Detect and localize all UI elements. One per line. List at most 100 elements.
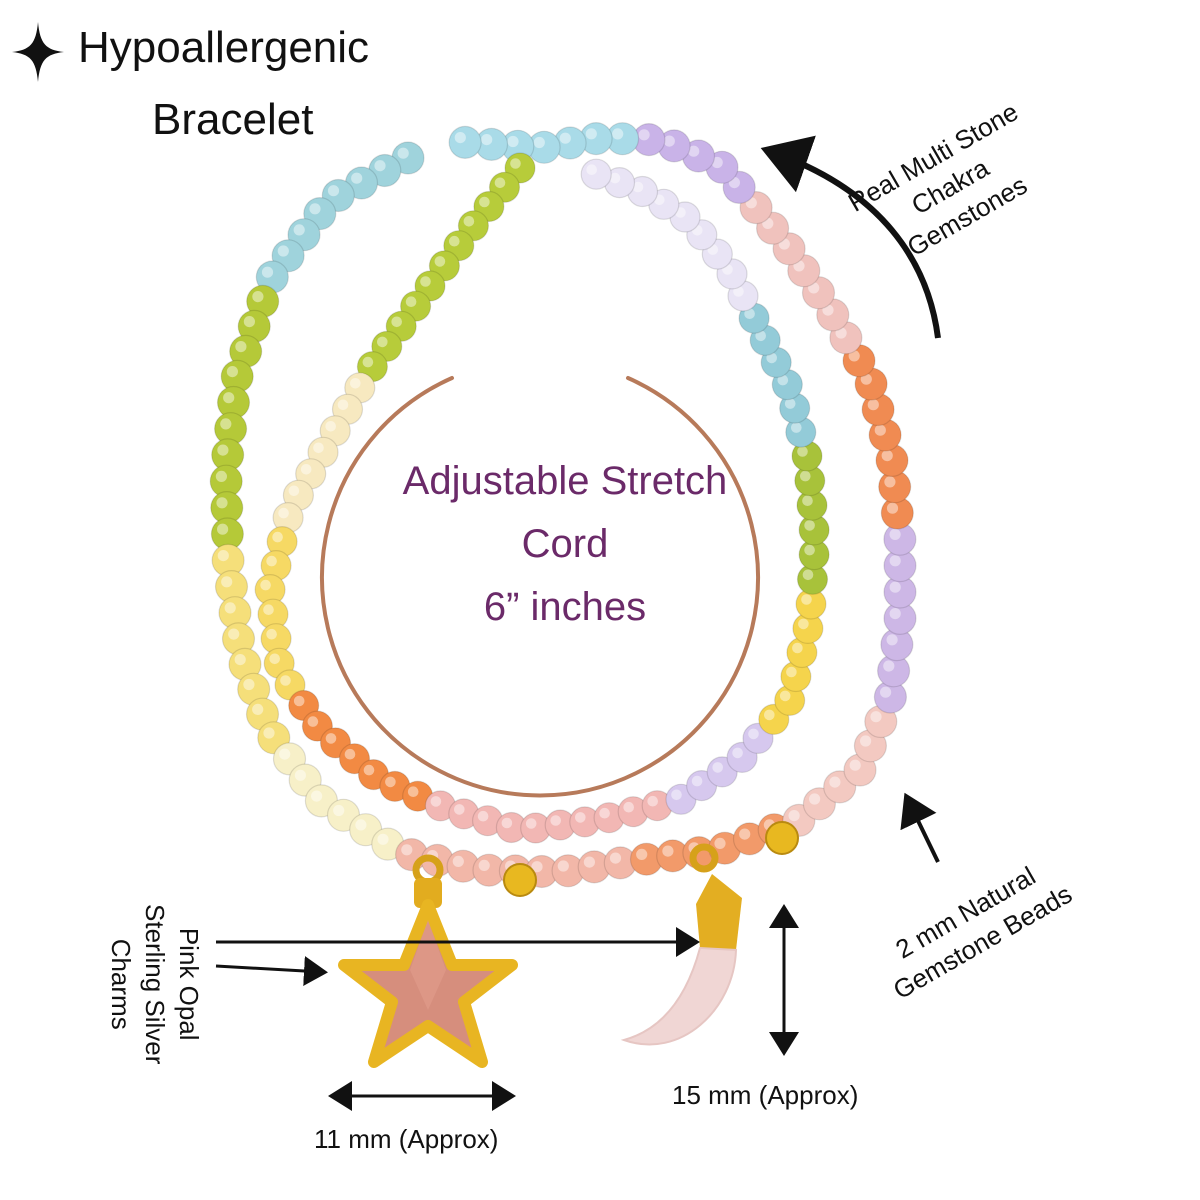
bead-highlight xyxy=(612,128,624,140)
bead-highlight xyxy=(691,775,703,787)
bead-highlight xyxy=(311,790,323,802)
bead-highlight xyxy=(363,764,375,776)
bead-highlight xyxy=(479,196,490,208)
bead-highlight xyxy=(362,356,374,368)
bead-highlight xyxy=(886,502,899,514)
bead-highlight xyxy=(764,709,775,721)
bead-highlight xyxy=(755,330,766,342)
bead-highlight xyxy=(883,660,895,672)
bead-highlight xyxy=(804,520,815,531)
bead-highlight xyxy=(874,424,886,436)
bead-highlight xyxy=(623,801,634,813)
bead-highlight xyxy=(333,804,345,817)
sparkle-icon xyxy=(12,22,64,82)
bead-highlight xyxy=(870,711,882,723)
bead-highlight xyxy=(884,476,896,488)
bead-highlight xyxy=(309,203,321,215)
bead-highlight xyxy=(278,507,289,519)
bead-highlight xyxy=(261,266,274,278)
bead-highlight xyxy=(889,528,901,541)
bead-highlight xyxy=(397,147,409,159)
bead-highlight xyxy=(234,654,246,666)
bead-highlight xyxy=(391,316,403,328)
bead-highlight xyxy=(430,796,442,807)
bead-highlight xyxy=(559,132,571,144)
inner-bead-strand xyxy=(254,152,830,844)
bead-highlight xyxy=(215,470,227,482)
bead-highlight xyxy=(880,686,892,698)
moon-charm xyxy=(620,843,742,1046)
bead-highlight xyxy=(557,860,569,872)
star-charm xyxy=(338,854,518,1068)
bead-highlight xyxy=(377,833,389,845)
bead-highlight xyxy=(313,442,324,454)
bead-highlight xyxy=(808,282,820,294)
outer-bead-strand xyxy=(209,122,917,889)
bead-highlight xyxy=(243,678,255,691)
bead-highlight xyxy=(252,703,264,716)
charms-line-3: Charms xyxy=(106,938,136,1030)
bead-highlight xyxy=(632,181,644,193)
bead-highlight xyxy=(525,818,537,829)
bead-highlight xyxy=(636,848,648,861)
bead-highlight xyxy=(481,134,493,146)
bead-highlight xyxy=(867,399,879,411)
bead-highlight xyxy=(350,378,361,389)
bead-highlight xyxy=(235,341,247,353)
charms-label: Pink Opal Sterling Silver Charms xyxy=(104,904,206,1064)
gemstones-arrow xyxy=(760,135,941,339)
bead-highlight xyxy=(881,450,893,462)
bead-highlight xyxy=(792,642,803,654)
beads-arrow xyxy=(900,792,940,863)
stretch-cord-label: Adjustable Stretch Cord 6” inches xyxy=(360,450,770,639)
bead-highlight xyxy=(478,859,490,872)
bead-highlight xyxy=(531,861,543,873)
bead-highlight xyxy=(798,618,809,630)
bead-highlight xyxy=(889,581,901,593)
bead-highlight xyxy=(739,828,751,840)
bead-highlight xyxy=(784,398,796,409)
bead-highlight xyxy=(220,418,232,430)
charms-line-2: Sterling Silver xyxy=(140,904,170,1065)
bead-highlight xyxy=(638,129,650,141)
bead-highlight xyxy=(494,177,506,189)
bead-highlight xyxy=(860,735,872,747)
bead-highlight xyxy=(786,666,797,678)
bead-highlight xyxy=(269,653,281,665)
bead-highlight xyxy=(575,812,586,823)
gemstone-bead xyxy=(580,158,612,190)
bead-highlight xyxy=(507,135,519,148)
bead-highlight xyxy=(344,748,356,760)
bead-highlight xyxy=(325,421,337,432)
bead-highlight xyxy=(243,316,255,328)
title-line-1: Hypoallergenic xyxy=(78,23,370,72)
bead-highlight xyxy=(712,762,723,773)
bead-highlight xyxy=(777,374,789,386)
bead-highlight xyxy=(647,795,658,807)
bead-highlight xyxy=(809,793,821,805)
bead-highlight xyxy=(662,845,674,857)
bead-highlight xyxy=(266,628,277,640)
bead-highlight xyxy=(463,216,475,227)
bead-highlight xyxy=(886,634,898,646)
bead-highlight xyxy=(788,810,800,822)
bead-highlight xyxy=(226,366,238,378)
bead-highlight xyxy=(835,327,847,339)
gold-spacer-bead xyxy=(503,863,537,897)
bead-highlight xyxy=(586,164,597,175)
bead-highlight xyxy=(454,804,465,815)
bead-highlight xyxy=(849,759,861,771)
bead-highlight xyxy=(434,256,446,267)
bead-highlight xyxy=(829,776,841,788)
bead-highlight xyxy=(802,495,813,507)
bead-highlight xyxy=(550,815,561,826)
bead-highlight xyxy=(260,579,271,591)
bead-highlight xyxy=(501,817,513,829)
bead-highlight xyxy=(224,602,236,614)
bead-highlight xyxy=(609,852,622,864)
bead-highlight xyxy=(327,185,340,197)
bead-highlight xyxy=(797,446,808,457)
bead-highlight xyxy=(294,769,306,781)
bead-highlight xyxy=(609,172,621,184)
